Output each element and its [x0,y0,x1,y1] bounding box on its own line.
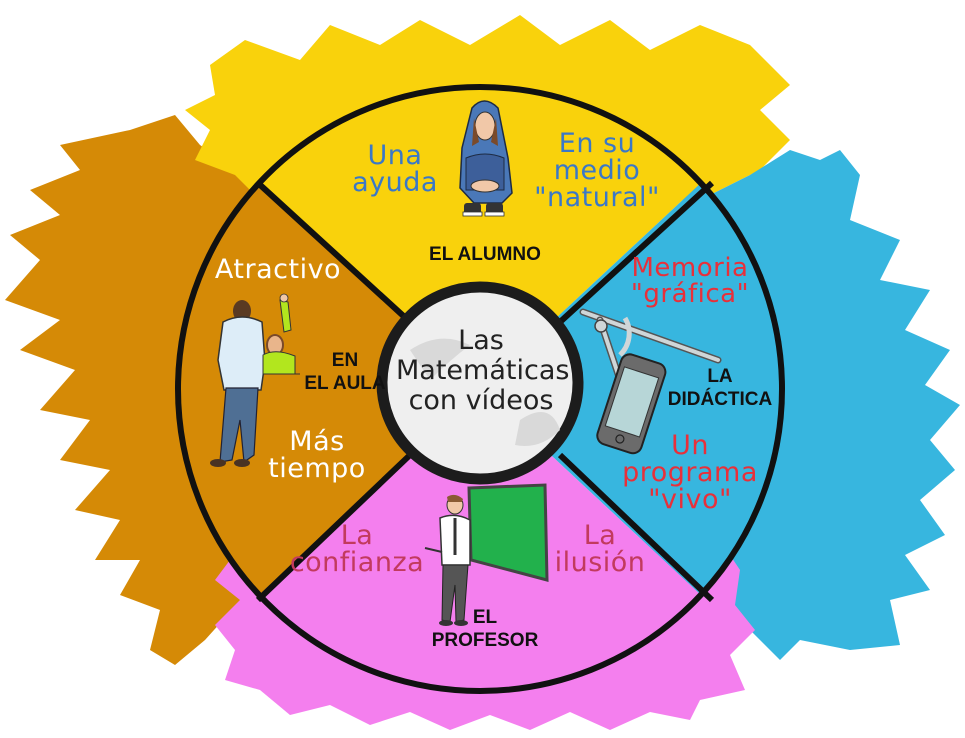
caption-el-profesor: EL PROFESOR [431,607,539,651]
note-un-programa-vivo: Un programa "vivo" [622,430,758,515]
divider-se [557,452,715,603]
note-en-su-medio-natural: En su medio "natural" [534,128,660,213]
wheel [175,84,785,694]
wheel-outline [175,84,785,694]
note-memoria-grafica: Memoria "gráfica" [630,253,750,309]
caption-la-didactica: LA DIDÁCTICA [667,366,773,410]
hooded-student-icon [459,100,513,217]
caption-en-el-aula: EN EL AULA [304,350,386,394]
compass-and-smartphone-icon [579,308,722,455]
divider-sw [255,452,413,603]
divider-ne [557,180,715,325]
note-mas-tiempo: Más tiempo [268,426,366,484]
teacher-at-blackboard-icon [424,483,549,626]
caption-el-alumno: EL ALUMNO [429,244,541,265]
center-title: Las Matemáticas con vídeos [396,325,570,417]
note-la-confianza: La confianza [289,520,425,578]
note-la-ilusion: La ilusión [554,520,646,578]
note-atractivo: Atractivo [214,254,342,285]
note-una-ayuda: Una ayuda [352,140,438,198]
teacher-and-raised-hand-student-icon [210,293,300,467]
center-globe-shading [410,338,560,446]
divider-nw [255,180,413,325]
quadrant-top-alumno [260,88,700,389]
quadrant-left-aula [180,184,480,594]
